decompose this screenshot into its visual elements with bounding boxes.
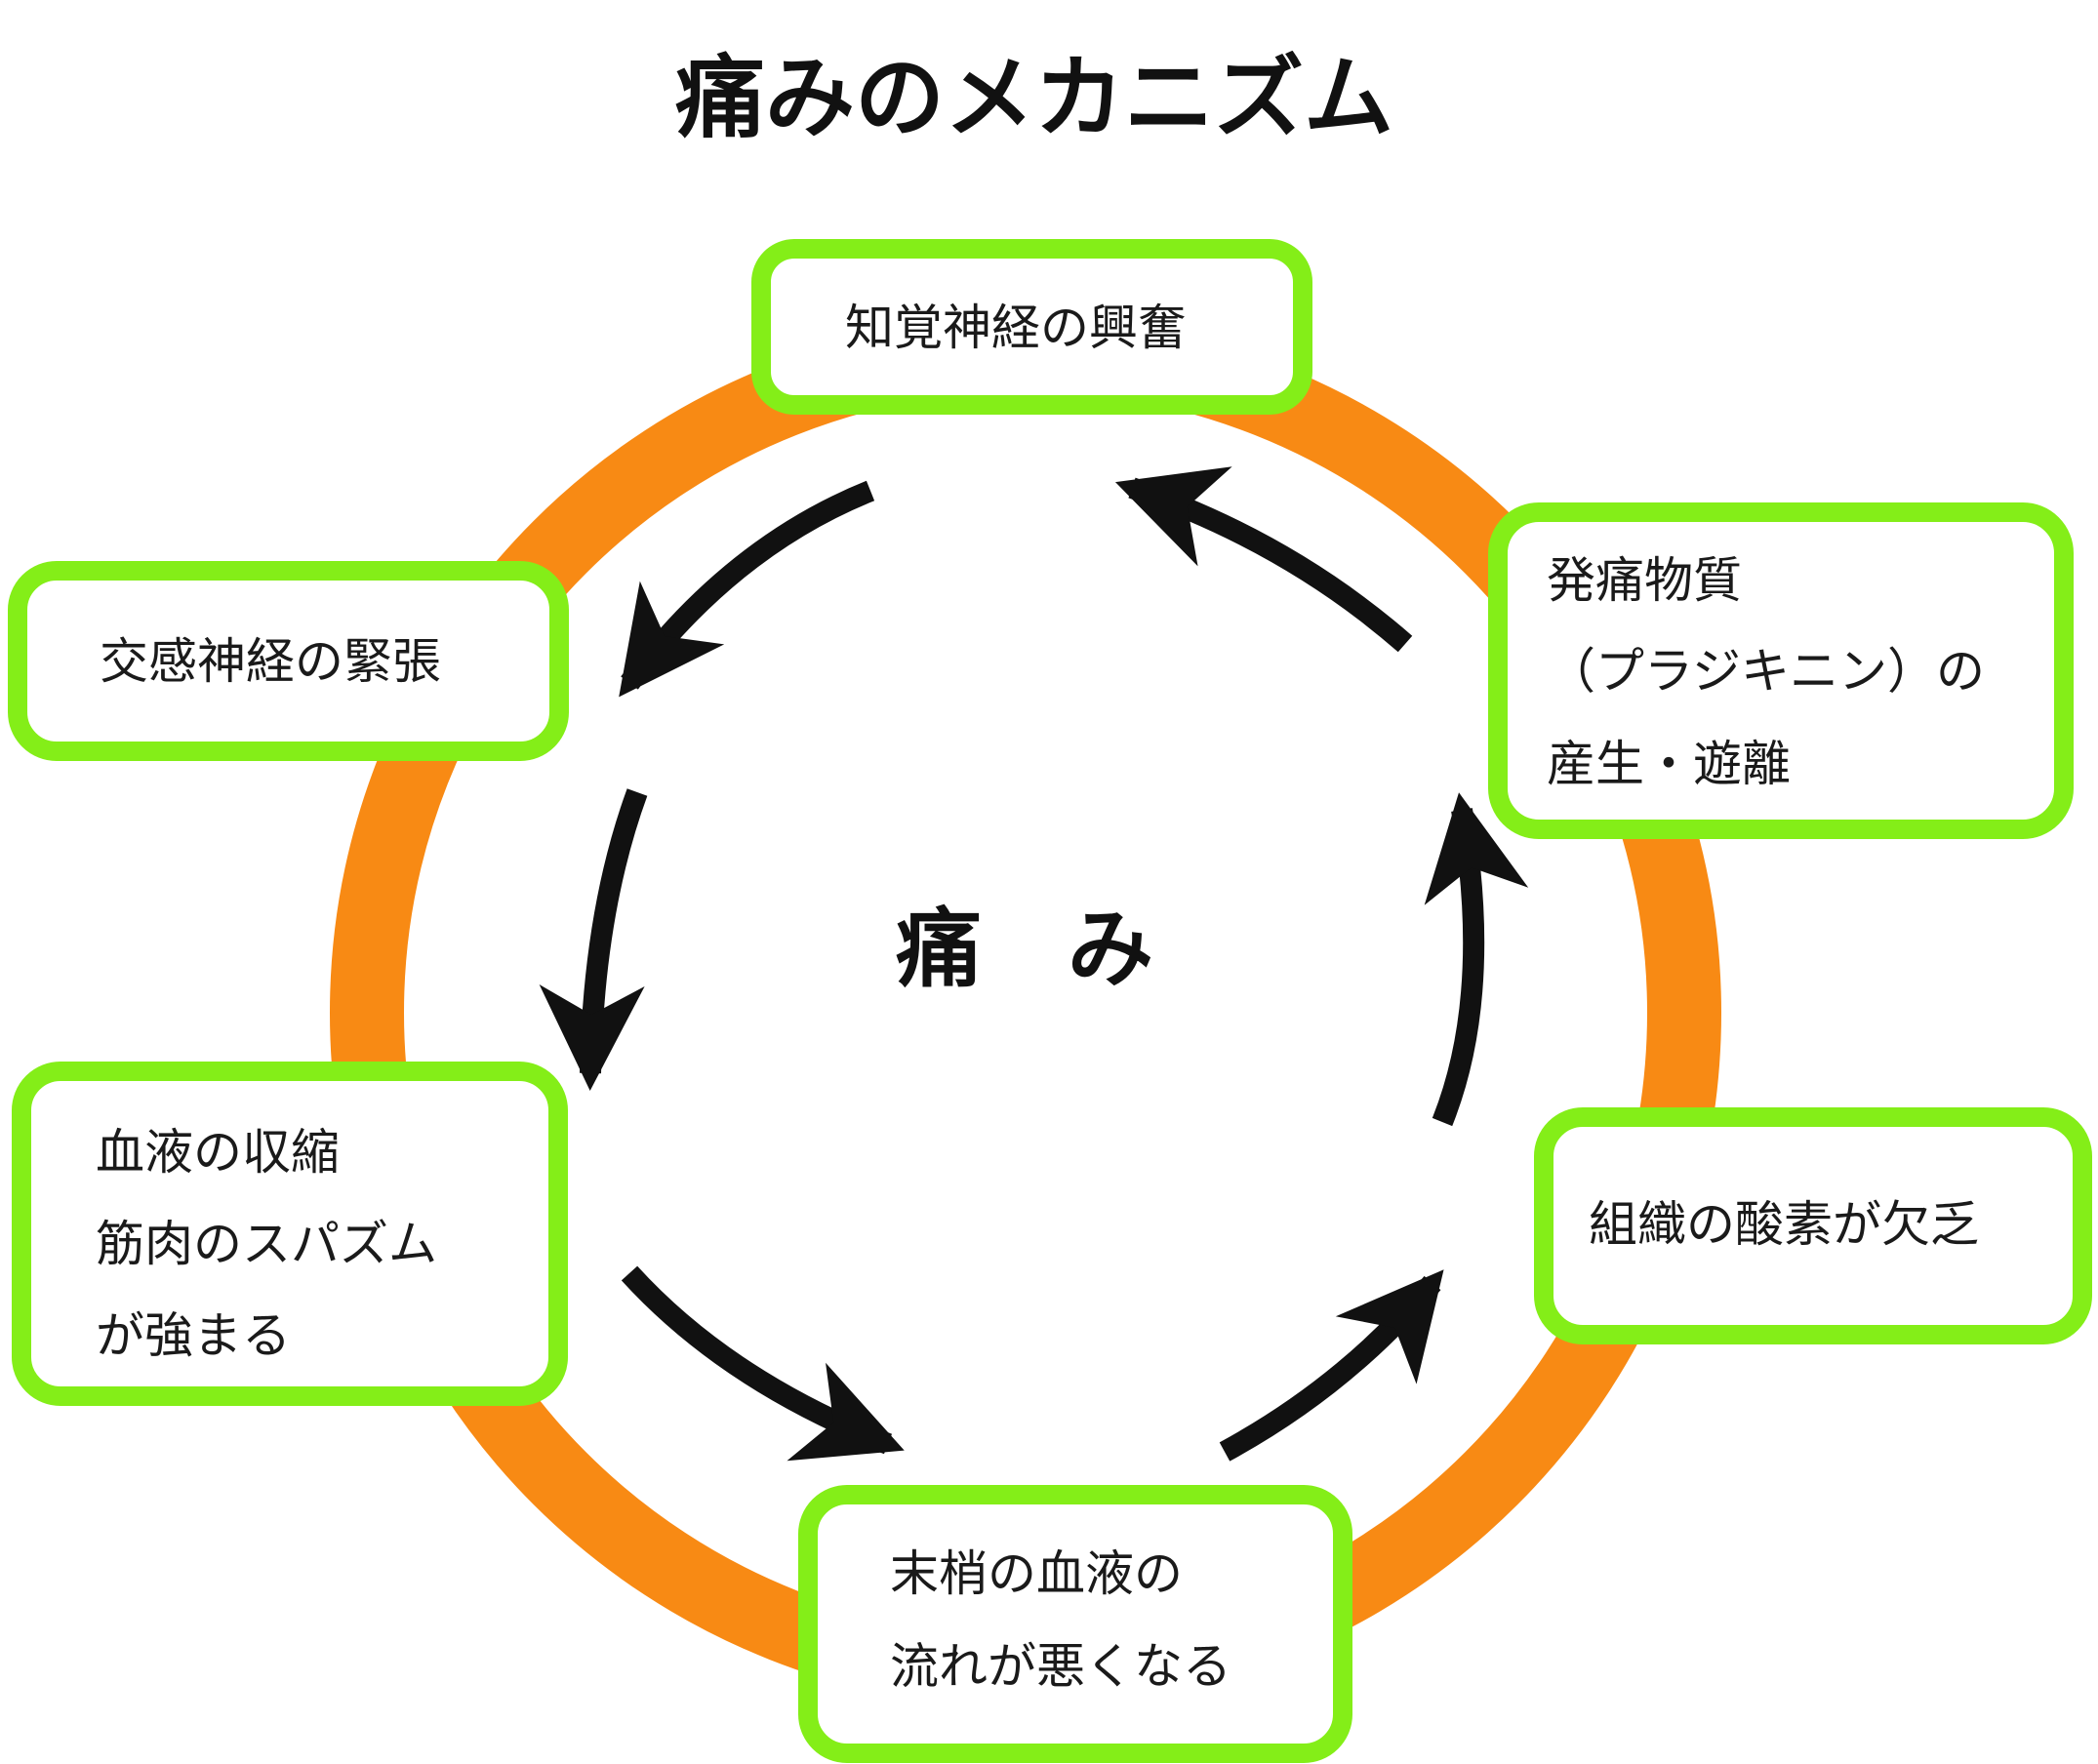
step-box-1-frame (751, 239, 1312, 415)
cycle-arrow-4 (1219, 1269, 1444, 1462)
center-label: 痛 み (896, 899, 1153, 999)
step-box-2-line-1: 交感神経の緊張 (100, 633, 441, 690)
step-box-1-line-1: 知覚神経の興奮 (845, 300, 1187, 356)
step-box-3-line-1: 血液の収縮 (96, 1124, 340, 1181)
step-box-4-line-2: 流れが悪くなる (890, 1638, 1231, 1695)
cycle-arrows (539, 466, 1529, 1462)
step-box-6: 発痛物質 （プラジキニン）の 産生・遊離 (1488, 502, 2074, 839)
step-box-5: 組織の酸素が欠乏 (1534, 1107, 2092, 1344)
step-box-4-frame (798, 1485, 1352, 1763)
step-box-3-line-2: 筋肉のスパズム (96, 1216, 437, 1272)
step-box-5-frame (1534, 1107, 2092, 1344)
step-box-2: 交感神経の緊張 (8, 561, 569, 761)
step-box-3: 血液の収縮 筋肉のスパズム が強まる (12, 1062, 568, 1406)
cycle-arrow-6 (1114, 466, 1413, 653)
diagram-title: 痛みのメカニズム (675, 46, 1393, 150)
step-box-2-frame (8, 561, 569, 761)
cycle-arrow-1 (619, 480, 875, 698)
step-box-4-line-1: 末梢の血液の (890, 1545, 1183, 1602)
step-box-4: 末梢の血液の 流れが悪くなる (798, 1485, 1352, 1763)
step-box-3-line-3: が強まる (96, 1307, 291, 1364)
cycle-arrow-5 (1424, 792, 1529, 1127)
step-box-1: 知覚神経の興奮 (751, 239, 1312, 415)
cycle-arrow-2 (539, 788, 648, 1091)
step-box-3-frame (12, 1062, 568, 1406)
cycle-ring (330, 317, 1721, 1708)
cycle-arrow-3 (621, 1265, 905, 1462)
step-box-6-frame (1488, 502, 2074, 839)
step-box-6-line-1: 発痛物質 (1547, 552, 1742, 609)
step-box-6-line-3: 産生・遊離 (1547, 736, 1791, 792)
step-box-5-line-1: 組織の酸素が欠乏 (1589, 1196, 1979, 1253)
step-box-6-line-2: （プラジキニン）の (1547, 643, 1985, 700)
